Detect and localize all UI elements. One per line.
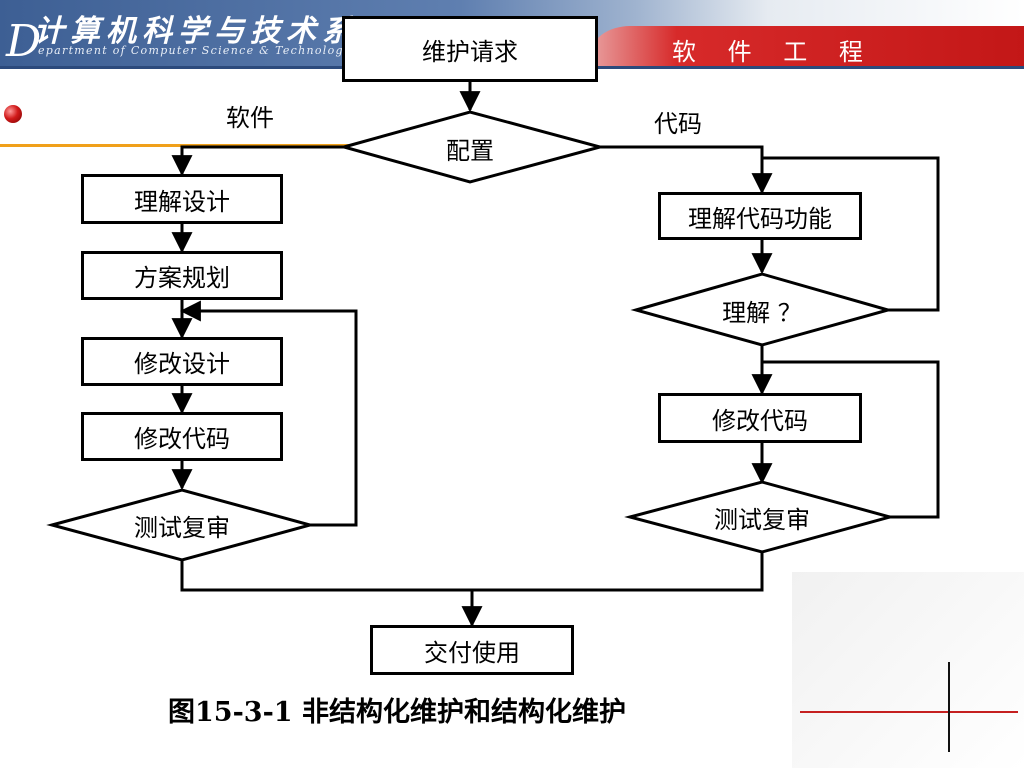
corner-red-line — [800, 711, 1018, 713]
branch-right-label: 代码 — [654, 110, 702, 138]
corner-decoration — [792, 572, 1024, 768]
header-red-band — [590, 26, 1024, 68]
right-decision-label: 理解 ？ — [722, 298, 802, 327]
end-node: 交付使用 — [370, 625, 574, 675]
left-step-plan: 方案规划 — [81, 251, 283, 300]
department-name-en: epartment of Computer Science & Technolo… — [38, 44, 352, 57]
edge-config-right — [600, 145, 773, 195]
left-step-modify-design: 修改设计 — [81, 337, 283, 386]
start-node: 维护请求 — [342, 16, 598, 82]
right-decision-shape — [630, 272, 894, 347]
right-review-shape — [624, 480, 896, 554]
left-step-modify-code: 修改代码 — [81, 412, 283, 461]
edge-right-loop2 — [762, 360, 940, 519]
right-review-label: 测试复审 — [714, 505, 810, 534]
right-step-understand-code: 理解代码功能 — [658, 192, 862, 240]
corner-black-line — [948, 662, 950, 752]
left-review-shape — [46, 488, 316, 562]
bullet-icon — [4, 105, 22, 123]
figure-caption: 图15-3-1 非结构化维护和结构化维护 — [168, 697, 626, 728]
left-step-understand-design: 理解设计 — [81, 174, 283, 224]
edge-right-loop1 — [762, 156, 940, 312]
department-logo-letter: D — [6, 16, 42, 67]
decision-config-shape — [338, 110, 606, 184]
course-title: 软 件 工 程 — [672, 38, 875, 66]
edge-merge — [180, 552, 764, 592]
edge-config-left — [171, 145, 344, 177]
branch-left-label: 软件 — [226, 104, 274, 132]
slide-header: D 计算机科学与技术系 epartment of Computer Scienc… — [0, 0, 1024, 69]
department-name-cn: 计算机科学与技术系 — [34, 14, 358, 49]
left-review-label: 测试复审 — [134, 513, 230, 542]
right-step-modify-code: 修改代码 — [658, 393, 862, 443]
decision-config-label: 配置 — [446, 136, 494, 165]
start-node-label: 维护请求 — [422, 37, 518, 66]
edge-left-loop — [179, 300, 358, 527]
